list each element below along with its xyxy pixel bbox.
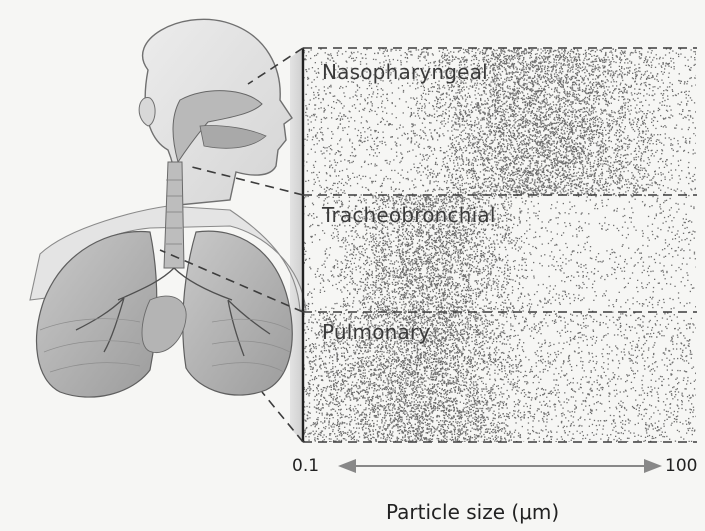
- connector-wedge: [290, 48, 303, 442]
- double-headed-arrow: [338, 459, 662, 473]
- region-label-nasopharyngeal: Nasopharyngeal: [322, 60, 488, 84]
- region-label-pulmonary: Pulmonary: [322, 320, 430, 344]
- region-label-tracheobronchial: Tracheobronchial: [322, 203, 496, 227]
- axis-max-label: 100: [665, 456, 697, 476]
- axis-title: Particle size (μm): [386, 500, 559, 524]
- axis-min-label: 0.1: [292, 456, 319, 476]
- deposition-density-field: [303, 48, 698, 443]
- respiratory-anatomy-illustration: [30, 19, 306, 397]
